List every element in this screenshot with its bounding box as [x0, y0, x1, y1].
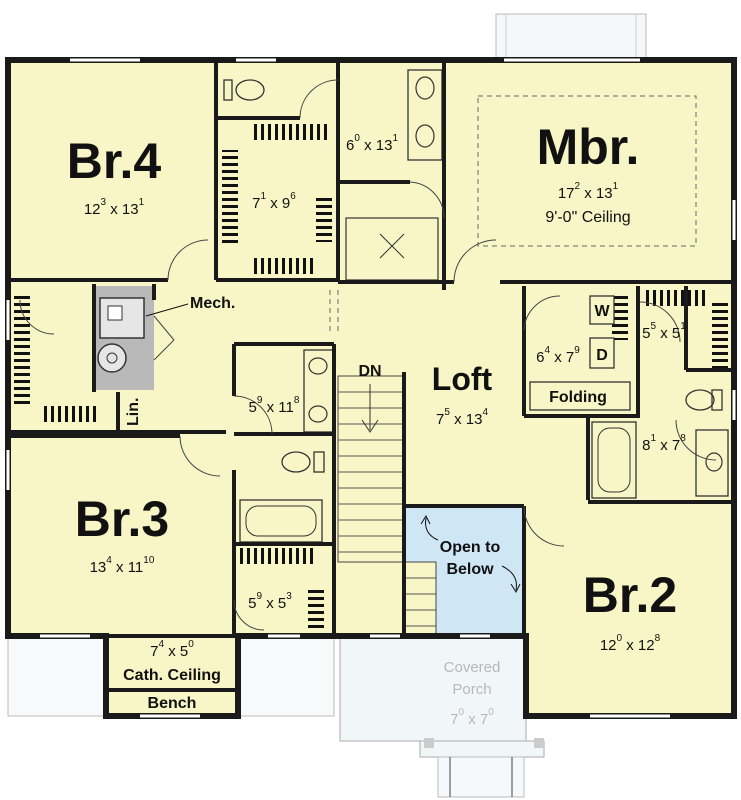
room-br2: Br.2 120 x 128 [583, 567, 678, 654]
room-mech: Mech. [145, 295, 235, 317]
laundry-dims: 64 x 79 [536, 345, 580, 366]
room-loft: Loft 75 x 134 [432, 361, 493, 428]
loft-dims: 75 x 134 [436, 407, 488, 428]
room-closet-br2: 55 x 51 [642, 321, 686, 342]
stairs-label-group: DN [358, 363, 381, 380]
br3-dims: 134 x 1110 [90, 555, 155, 576]
mbr-name: Mbr. [537, 119, 640, 175]
tray-ceiling-outline [477, 95, 697, 247]
closet-br2-dims: 55 x 51 [642, 321, 686, 342]
mech-label: Mech. [190, 295, 235, 312]
room-laundry: 64 x 79 W D Folding [536, 303, 610, 406]
master-bath-dims: 60 x 131 [346, 133, 398, 154]
side-porch-left [7, 635, 335, 717]
fixtures [223, 69, 729, 543]
closet-br3-dims: 59 x 53 [248, 591, 292, 612]
window-seat-dims: 74 x 50 [150, 639, 194, 660]
br4-dims: 123 x 131 [84, 197, 145, 218]
br2-name: Br.2 [583, 567, 678, 623]
washer-label: W [594, 303, 610, 320]
room-linen: Lin. [125, 398, 142, 426]
mbr-ceiling: 9'-0" Ceiling [545, 209, 630, 226]
bench-label: Bench [148, 695, 197, 712]
porch-line2: Porch [452, 681, 491, 698]
open-below-line2: Below [446, 561, 494, 578]
room-closet-br3: 59 x 53 [248, 591, 292, 612]
staircase [337, 375, 437, 637]
room-hall-bath: 59 x 118 [249, 395, 300, 416]
room-mbr: Mbr. 172 x 131 9'-0" Ceiling [537, 119, 640, 226]
interior-walls [8, 60, 734, 692]
loft-name: Loft [432, 361, 493, 397]
linen-label: Lin. [125, 398, 142, 426]
water-heater-icon [97, 343, 127, 373]
curved-arrow-icon [501, 565, 517, 591]
mbr-dims: 172 x 131 [558, 181, 619, 202]
windows [6, 58, 736, 718]
br3-name: Br.3 [75, 491, 170, 547]
covered-porch [339, 635, 545, 798]
walk-in-closet-dims: 71 x 96 [252, 191, 296, 212]
bath-br2-dims: 81 x 78 [642, 433, 686, 454]
dryer-label: D [596, 347, 608, 364]
room-br3: Br.3 134 x 1110 [75, 491, 170, 576]
open-to-below: Open to Below [420, 514, 521, 594]
window-seat-ceiling: Cath. Ceiling [123, 667, 221, 684]
stairs-down-label: DN [358, 363, 381, 380]
room-walk-in-closet: 71 x 96 [252, 191, 296, 212]
curved-arrow-icon [425, 517, 439, 541]
room-window-seat: 74 x 50 Cath. Ceiling Bench [123, 639, 221, 712]
open-below-line1: Open to [440, 539, 501, 556]
porch-dims: 70 x 70 [450, 707, 494, 728]
br2-dims: 120 x 128 [600, 633, 661, 654]
room-covered-porch: Covered Porch 70 x 70 [444, 659, 501, 728]
room-br4: Br.4 123 x 131 [67, 133, 162, 218]
door-swings [19, 79, 717, 631]
folding-label: Folding [549, 389, 607, 406]
hall-bath-dims: 59 x 118 [249, 395, 300, 416]
balcony-top [495, 13, 647, 61]
room-master-bath: 60 x 131 [346, 133, 398, 154]
porch-line1: Covered [444, 659, 501, 676]
br4-name: Br.4 [67, 133, 162, 189]
room-bath-br2: 81 x 78 [642, 433, 686, 454]
